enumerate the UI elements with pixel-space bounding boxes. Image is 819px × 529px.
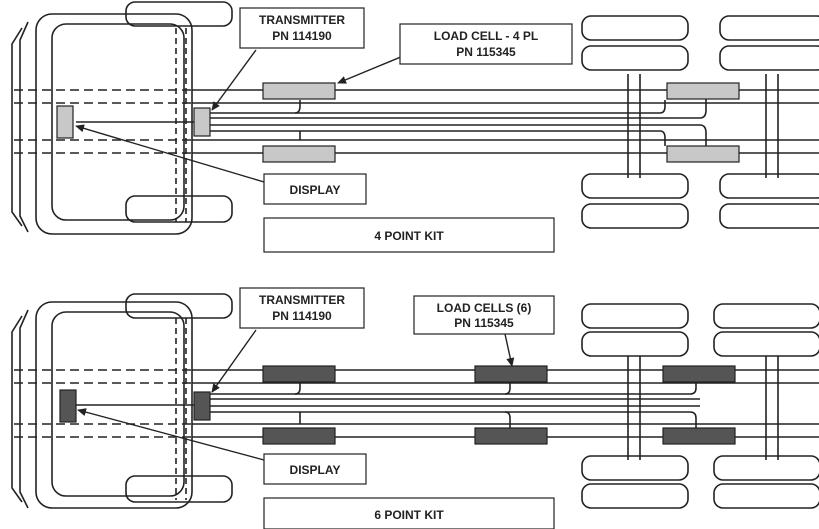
transmitter-unit (193, 391, 211, 421)
four-point-kit-labels: TRANSMITTER PN 114190 LOAD CELL - 4 PL P… (259, 13, 538, 243)
load-cell-label-line1: LOAD CELL - 4 PL (434, 29, 538, 43)
load-cell-label-line2: PN 115345 (454, 316, 514, 330)
display-label: DISPLAY (290, 183, 341, 197)
load-cell (262, 427, 336, 445)
load-cell (662, 427, 736, 445)
rear-tires (581, 303, 819, 509)
display-unit (59, 389, 77, 423)
truck-cab (11, 293, 233, 509)
label-boxes (239, 287, 555, 529)
load-cell-label-line1: LOAD CELLS (6) (437, 301, 532, 315)
wiring-harness (76, 96, 707, 146)
six-point-kit (11, 287, 819, 529)
load-cell (474, 427, 548, 445)
callout-arrows (77, 329, 515, 461)
wiring-harness (76, 380, 700, 428)
transmitter-label-line1: TRANSMITTER (259, 13, 345, 27)
six-point-kit-labels: TRANSMITTER PN 114190 LOAD CELLS (6) PN … (259, 293, 531, 522)
transmitter-unit (193, 107, 211, 137)
transmitter-label-line2: PN 114190 (272, 29, 332, 43)
load-cells (262, 82, 740, 163)
frame-rails-dashed (14, 89, 192, 154)
load-cells (262, 365, 736, 445)
load-cell (262, 365, 336, 383)
transmitter-label-line1: TRANSMITTER (259, 293, 345, 307)
rear-axles (627, 356, 779, 460)
load-cell (662, 365, 736, 383)
load-cell (666, 82, 740, 100)
four-point-kit (11, 1, 819, 253)
rear-axles (627, 74, 779, 178)
truck-cab (11, 1, 233, 235)
transmitter-label-line2: PN 114190 (272, 309, 332, 323)
display-label: DISPLAY (290, 463, 341, 477)
kit-title: 4 POINT KIT (374, 229, 444, 243)
label-boxes (239, 7, 573, 253)
callout-arrows (75, 49, 409, 183)
frame-rails-dashed (14, 369, 192, 438)
load-cell (666, 145, 740, 163)
rear-tires (581, 15, 819, 229)
load-cell (262, 145, 336, 163)
kit-title: 6 POINT KIT (374, 508, 444, 522)
load-cell (474, 365, 548, 383)
load-cell-label-line2: PN 115345 (456, 45, 516, 59)
load-cell (262, 82, 336, 100)
display-unit (56, 105, 74, 139)
